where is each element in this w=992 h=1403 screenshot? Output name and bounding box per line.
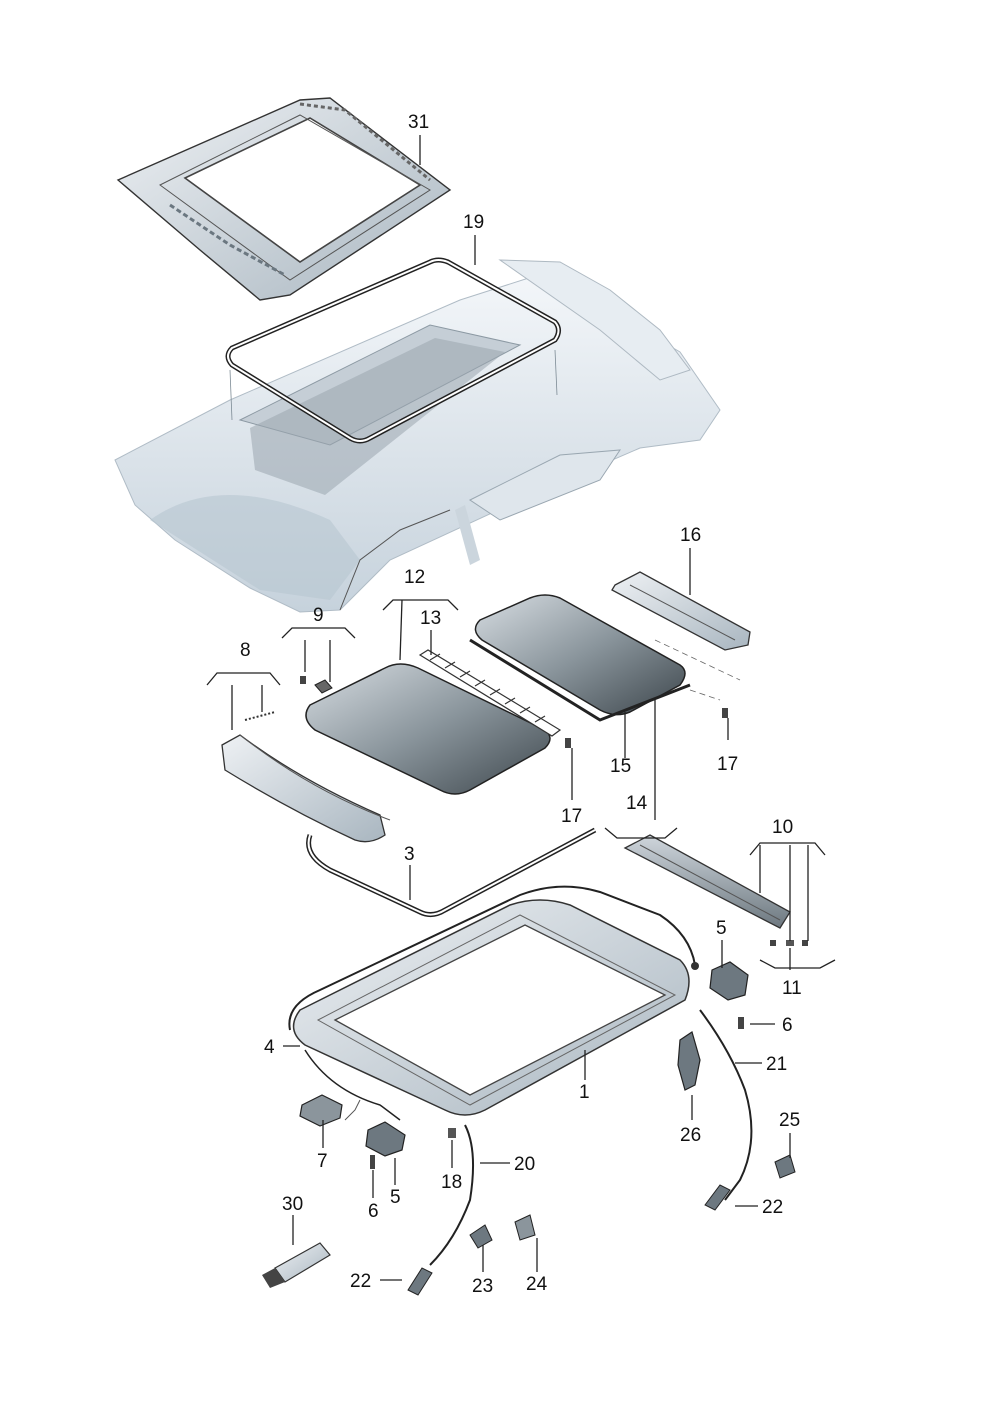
callout-5-right: 5: [716, 918, 727, 939]
deflector-strip-part: [418, 649, 562, 737]
screw-part-17-front: [565, 738, 571, 748]
rear-glass-part: [469, 594, 741, 722]
callout-6-left: 6: [368, 1201, 379, 1222]
callout-labels: 31 19 16 12 13 9 8 17 17 15 14 3 10 5 11…: [240, 112, 802, 1297]
callout-17-rear: 17: [717, 754, 738, 775]
rear-bracket-part: [611, 571, 751, 651]
wind-deflector-part: [221, 711, 391, 843]
callout-25: 25: [779, 1110, 800, 1131]
fastener-part-18: [448, 1128, 456, 1138]
callout-22-left: 22: [350, 1271, 371, 1292]
callout-17-front: 17: [561, 806, 582, 827]
callout-11: 11: [782, 978, 802, 999]
callout-12: 12: [404, 567, 425, 588]
sunroof-frame-part: [292, 899, 690, 1116]
callout-14: 14: [626, 793, 648, 814]
callout-22-right: 22: [762, 1197, 783, 1218]
clip-part-23: [469, 1224, 493, 1249]
roof-seal-part: [225, 257, 561, 444]
callout-18: 18: [441, 1172, 462, 1193]
sealant-tube-part: [262, 1242, 331, 1288]
control-module-part: [299, 1094, 361, 1127]
callout-10: 10: [772, 817, 793, 838]
callout-19: 19: [463, 212, 484, 233]
drive-bracket-part: [677, 1031, 701, 1091]
car-roof-body: [114, 259, 721, 613]
drain-tube-left: [407, 1124, 474, 1296]
drain-tube-right: [699, 1009, 753, 1211]
drain-hose-part: [288, 885, 699, 1121]
front-glass-part: [305, 663, 551, 795]
callout-23: 23: [472, 1276, 493, 1297]
callout-3: 3: [404, 844, 415, 865]
callout-5-left: 5: [390, 1187, 401, 1208]
screw-part-17-rear: [722, 708, 728, 718]
clip-part-25: [774, 1154, 796, 1179]
callout-6-right: 6: [782, 1015, 793, 1036]
screw-part-left: [370, 1155, 375, 1169]
clip-part-24: [514, 1214, 536, 1241]
motor-part-left: [365, 1121, 406, 1157]
callout-24: 24: [526, 1274, 548, 1295]
motor-part-right: [709, 961, 749, 1001]
callout-9: 9: [313, 605, 324, 626]
callout-21: 21: [766, 1054, 787, 1075]
leader-lines: [206, 135, 836, 1281]
callout-30: 30: [282, 1194, 303, 1215]
callout-26: 26: [680, 1125, 701, 1146]
callout-13: 13: [420, 608, 441, 629]
callout-15: 15: [610, 756, 631, 777]
callout-4: 4: [264, 1037, 275, 1058]
callout-20: 20: [514, 1154, 535, 1175]
roof-panel-part: [116, 97, 452, 301]
seal-strip-part: [306, 827, 597, 918]
callout-1: 1: [579, 1082, 590, 1103]
screw-part-right: [738, 1017, 744, 1029]
callout-31: 31: [408, 112, 429, 133]
callout-16: 16: [680, 525, 701, 546]
callout-8: 8: [240, 640, 251, 661]
clip-parts-9: [300, 676, 333, 694]
callout-7: 7: [317, 1151, 328, 1172]
